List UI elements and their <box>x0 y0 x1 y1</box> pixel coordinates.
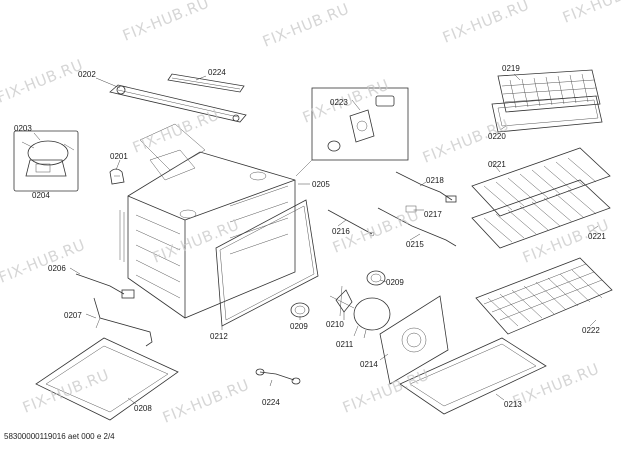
part-0218-sensor <box>395 171 457 203</box>
part-0212-door-gasket <box>215 199 319 327</box>
part-0203-motor-assembly <box>13 130 79 192</box>
label-0208: 0208 <box>134 404 152 413</box>
part-0215-element-wire <box>377 205 457 247</box>
part-0210-fan-blade <box>329 285 355 317</box>
part-0206-element <box>75 273 135 299</box>
part-0207-bracket <box>93 297 153 347</box>
label-0224-top: 0224 <box>208 68 226 77</box>
part-0219-broil-grid <box>497 69 601 113</box>
document-reference: 58300000119016 aet 000 e 2/4 <box>4 432 115 441</box>
label-0213: 0213 <box>504 400 522 409</box>
label-0223: 0223 <box>330 98 348 107</box>
label-0202: 0202 <box>78 70 96 79</box>
label-0220: 0220 <box>488 132 506 141</box>
part-0224-trim-strip <box>167 73 245 93</box>
label-0205: 0205 <box>312 180 330 189</box>
oven-cavity <box>119 123 296 319</box>
part-0208-drip-tray <box>35 337 179 421</box>
label-0214: 0214 <box>360 360 378 369</box>
part-0223-convection-fan-box <box>295 87 409 177</box>
part-0216-probe <box>327 209 375 237</box>
label-0224-bottom: 0224 <box>262 398 280 407</box>
label-0218: 0218 <box>426 176 444 185</box>
part-0211-ring-element <box>353 297 391 337</box>
label-0217: 0217 <box>424 210 442 219</box>
label-0209-upper: 0209 <box>386 278 404 287</box>
label-0212: 0212 <box>210 332 228 341</box>
label-0211: 0211 <box>336 340 354 349</box>
leader-lines <box>33 73 599 405</box>
label-0207: 0207 <box>64 311 82 320</box>
part-0209-knob-upper <box>366 270 386 286</box>
label-0222: 0222 <box>582 326 600 335</box>
label-0204: 0204 <box>32 191 50 200</box>
part-0220-broil-pan <box>491 95 603 133</box>
label-0221-lower: 0221 <box>588 232 606 241</box>
part-0214-back-panel <box>379 295 449 385</box>
label-0216: 0216 <box>332 227 350 236</box>
part-0213-inner-door-panel <box>399 337 547 415</box>
label-0209-lower: 0209 <box>290 322 308 331</box>
part-0224-wire <box>255 368 301 385</box>
label-0210: 0210 <box>326 320 344 329</box>
part-0222-oven-rack <box>475 257 613 335</box>
part-0221-oven-rack-lower <box>471 179 611 249</box>
part-0201-clip <box>109 168 125 185</box>
label-0203: 0203 <box>14 124 32 133</box>
label-0221-upper: 0221 <box>488 160 506 169</box>
label-0206: 0206 <box>48 264 66 273</box>
part-0202-bake-element <box>109 84 247 123</box>
part-0209-knob-lower <box>290 302 310 318</box>
label-0215: 0215 <box>406 240 424 249</box>
part-0221-oven-rack-upper <box>471 147 611 217</box>
label-0201: 0201 <box>110 152 128 161</box>
label-0219: 0219 <box>502 64 520 73</box>
